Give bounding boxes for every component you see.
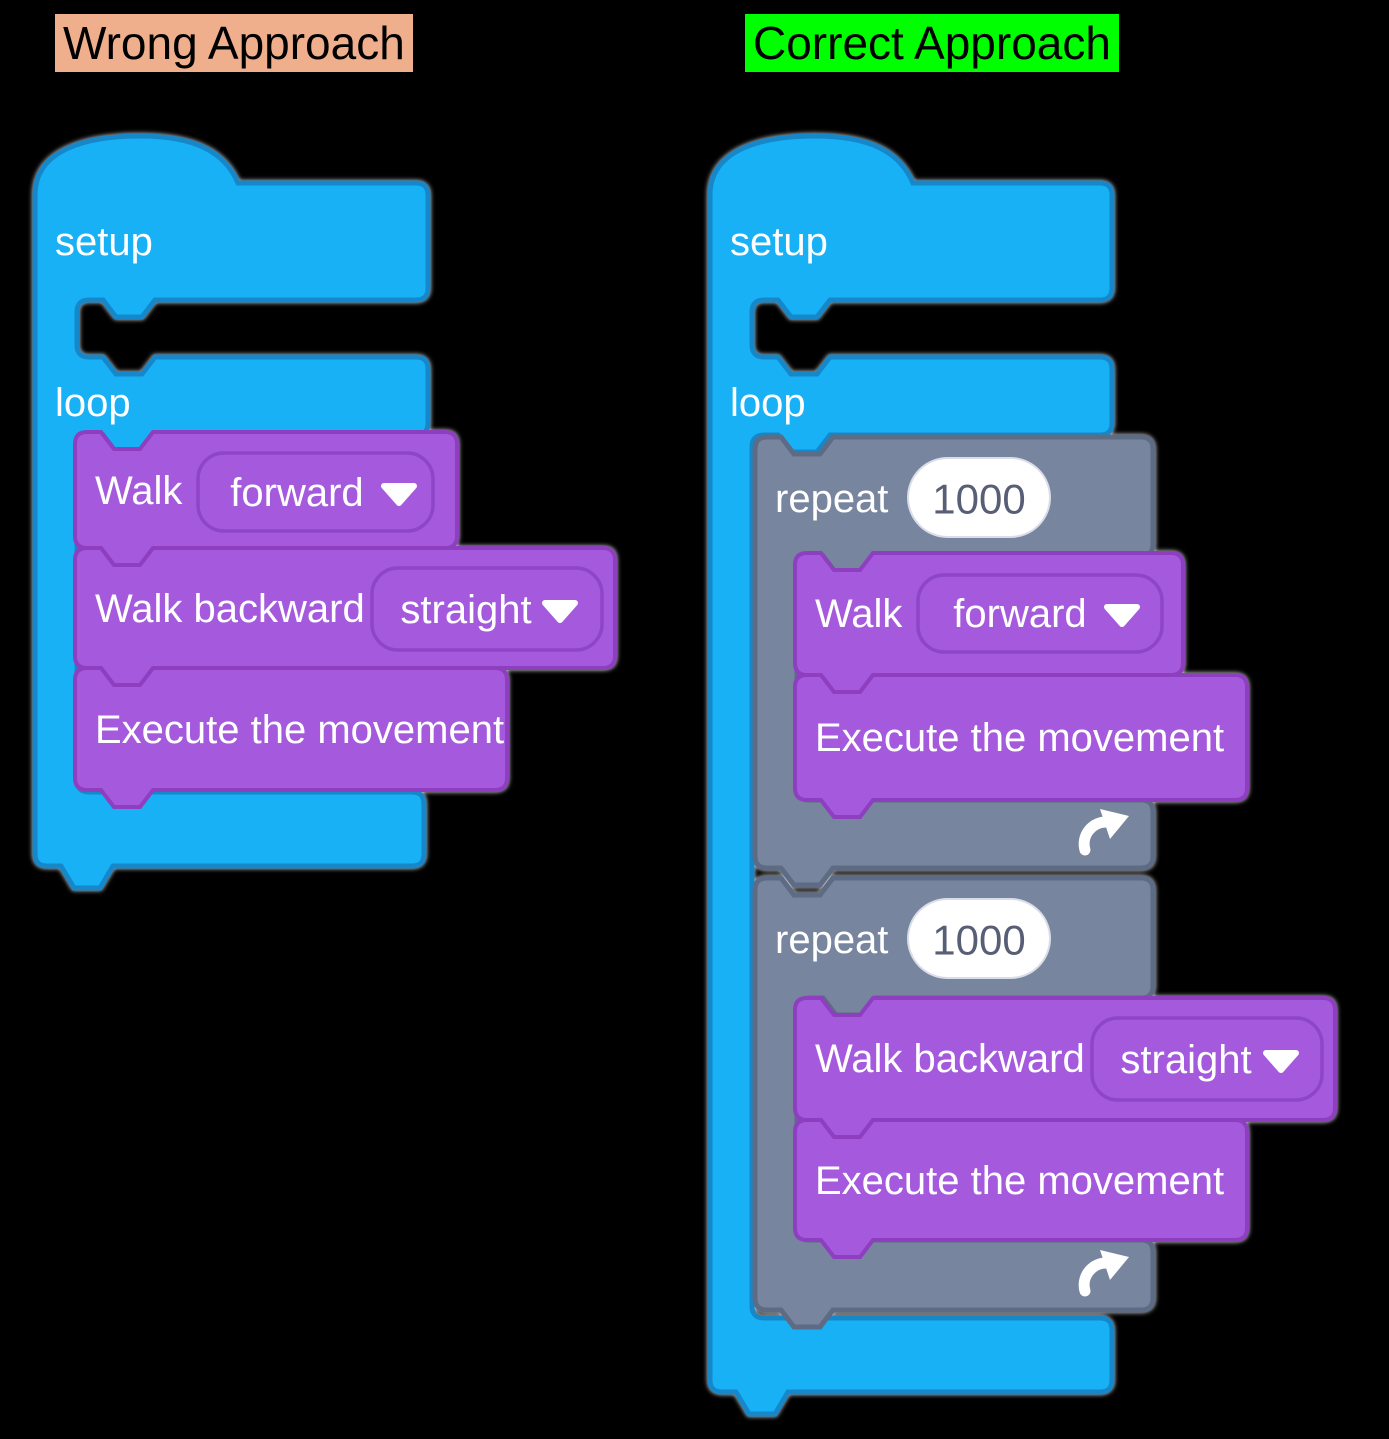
loop-label: loop [730, 381, 806, 425]
direction-dropdown-value: forward [230, 471, 363, 515]
direction-dropdown-value: forward [953, 592, 1086, 636]
repeat-count-value: 1000 [932, 476, 1025, 523]
walk-backward-label: Walk backward [815, 1037, 1085, 1081]
setup-label: setup [730, 220, 828, 264]
repeat-count-input[interactable] [907, 898, 1051, 979]
direction-dropdown-value: straight [400, 588, 531, 632]
chevron-down-icon[interactable] [542, 600, 578, 623]
execute-movement-block[interactable] [793, 673, 1249, 819]
repeat-count-value: 1000 [932, 917, 1025, 964]
repeat-arrow-icon [1078, 1250, 1129, 1297]
execute-movement-label: Execute the movement [815, 1159, 1224, 1203]
direction-dropdown[interactable] [916, 573, 1164, 654]
repeat-arrow-icon [1078, 809, 1129, 856]
wrong-approach-script: setup loop Walk forward Walk backward st… [32, 133, 617, 891]
chevron-down-icon[interactable] [381, 483, 417, 506]
direction-dropdown-value: straight [1120, 1038, 1251, 1082]
repeat-label: repeat [775, 477, 888, 521]
direction-dropdown[interactable] [1090, 1016, 1324, 1102]
correct-approach-script: setup loop repeat 1000 Walk forward Exec… [707, 133, 1337, 1417]
execute-movement-label: Execute the movement [95, 708, 504, 752]
execute-movement-label: Execute the movement [815, 716, 1224, 760]
loop-label: loop [55, 381, 131, 425]
walk-forward-label: Walk [815, 592, 903, 636]
direction-dropdown[interactable] [196, 451, 435, 533]
execute-movement-block[interactable] [793, 1118, 1249, 1259]
chevron-down-icon[interactable] [1104, 604, 1140, 627]
repeat-count-input[interactable] [907, 457, 1051, 538]
setup-loop-block[interactable] [707, 133, 1115, 1417]
direction-dropdown[interactable] [370, 566, 604, 652]
repeat-label: repeat [775, 918, 888, 962]
walk-forward-label: Walk [95, 469, 183, 513]
setup-label: setup [55, 220, 153, 264]
chevron-down-icon[interactable] [1263, 1050, 1299, 1073]
correct-approach-title: Correct Approach [745, 14, 1119, 72]
walk-backward-label: Walk backward [95, 587, 365, 631]
wrong-approach-title: Wrong Approach [55, 14, 413, 72]
setup-loop-block[interactable] [32, 133, 431, 891]
execute-movement-block[interactable] [73, 666, 509, 809]
